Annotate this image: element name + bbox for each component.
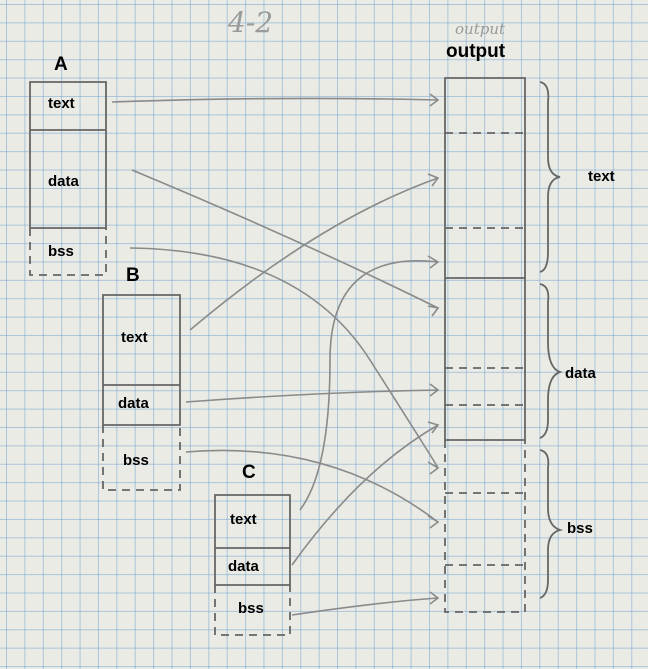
module-c-bss: bss xyxy=(238,600,264,617)
arrow-c-bss xyxy=(291,591,440,616)
arrow-a-bss xyxy=(129,247,440,475)
page-note: 4-2 xyxy=(228,6,274,39)
brace-data xyxy=(539,283,563,439)
module-c-data: data xyxy=(228,558,259,575)
output-bss-box xyxy=(444,440,526,613)
arrow-b-data xyxy=(185,383,440,403)
arrow-b-text xyxy=(189,173,440,331)
arrow-b-bss xyxy=(185,449,440,529)
module-c-bss xyxy=(214,585,291,636)
module-b-label: B xyxy=(126,265,140,286)
arrow-c-text xyxy=(299,255,440,511)
module-b-text: text xyxy=(121,329,148,346)
module-c-label: C xyxy=(242,462,256,483)
output-group-data: data xyxy=(565,365,596,382)
module-b-data: data xyxy=(118,395,149,412)
module-a-data: data xyxy=(48,173,79,190)
output-title: output xyxy=(446,41,506,62)
module-c-text: text xyxy=(230,511,257,528)
module-a-bss: bss xyxy=(48,243,74,260)
output-dividers xyxy=(445,132,525,406)
module-a-label: A xyxy=(54,54,68,75)
arrow-a-text xyxy=(111,93,440,107)
module-b-box xyxy=(102,294,181,426)
module-b-bss: bss xyxy=(123,452,149,469)
output-box xyxy=(444,77,526,441)
handwritten-output: output xyxy=(455,20,506,38)
arrows xyxy=(111,93,440,616)
output-group-bss: bss xyxy=(567,520,593,537)
brace-text xyxy=(539,81,561,273)
arrow-c-data xyxy=(291,421,440,566)
brace-bss xyxy=(539,449,564,599)
module-a-bss xyxy=(29,228,107,276)
output-group-text: text xyxy=(588,168,615,185)
arrow-a-data xyxy=(131,169,440,317)
module-a-text: text xyxy=(48,95,75,112)
module-b-bss xyxy=(102,425,181,491)
